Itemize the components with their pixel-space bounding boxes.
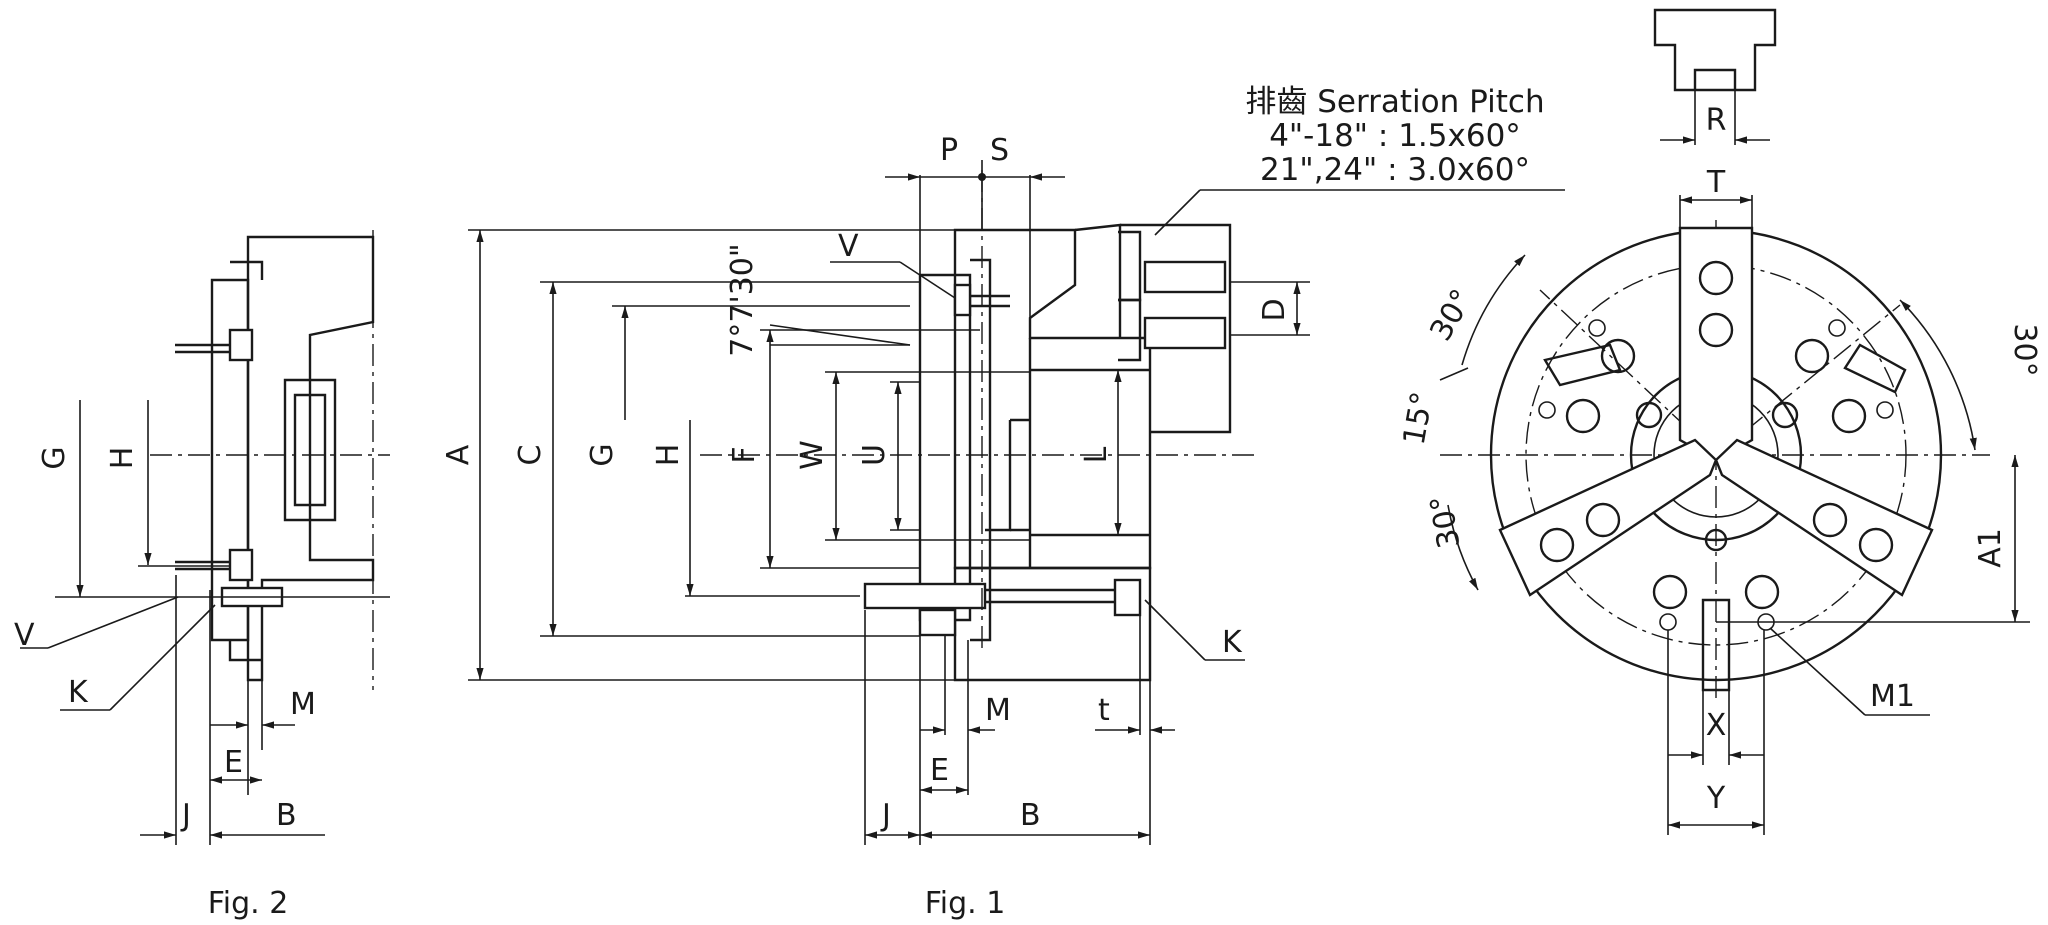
fig1-label-l: L [1079, 446, 1114, 463]
front-label-x: X [1706, 708, 1727, 743]
fig1-label-v: V [838, 229, 859, 264]
fig1-label-u: U [857, 444, 892, 466]
fig1-label-a: A [441, 444, 476, 465]
fig2-label-b: B [276, 798, 297, 833]
angle-30-right-label: 30° [2007, 323, 2042, 376]
fig1-labels: A C G H F W U L D P S V K M t E J B 7°7'… [441, 84, 1545, 921]
fig1-label-f: F [727, 446, 762, 463]
fig2-labels: G H V K M E J B Fig. 2 [14, 446, 316, 921]
fig1-label-k: K [1222, 625, 1243, 660]
fig2-label-k: K [68, 675, 89, 710]
fig1-label-b: B [1020, 798, 1041, 833]
front-label-y: Y [1706, 781, 1726, 816]
front-label-t: T [1706, 165, 1726, 200]
fig1-label-j: J [880, 798, 891, 833]
fig1-label-t: t [1098, 693, 1110, 728]
front-view [1439, 8, 2030, 835]
angle-30-left-label: 30° [1424, 492, 1468, 550]
fig1-label-p: P [940, 133, 958, 168]
front-label-a1: A1 [1973, 528, 2008, 568]
fig2-label-h: H [105, 447, 140, 470]
fig1-label-s: S [990, 133, 1009, 168]
fig1-dimensions [468, 160, 1565, 845]
fig2-label-j: J [180, 798, 191, 833]
fig1-label-c: C [513, 445, 548, 466]
fig1-caption: Fig. 1 [925, 886, 1006, 921]
fig2-side-view [20, 230, 390, 845]
serration-note-title: 排齒 Serration Pitch [1245, 84, 1544, 120]
fig1-label-e: E [930, 753, 949, 788]
fig1-label-h: H [651, 444, 686, 467]
taper-angle-label: 7°7'30" [725, 243, 760, 356]
front-label-m1: M1 [1870, 679, 1915, 714]
serration-note-line1: 4"-18" : 1.5x60° [1269, 118, 1521, 154]
fig1-label-m: M [985, 693, 1011, 728]
fig2-label-v: V [14, 618, 35, 653]
angle-15-label: 15° [1397, 389, 1441, 447]
fig1-label-w: W [795, 440, 830, 470]
fig2-label-m: M [290, 687, 316, 722]
fig1-label-d: D [1257, 298, 1292, 321]
front-label-r: R [1706, 103, 1727, 138]
fig2-label-g: G [37, 446, 72, 469]
fig2-caption: Fig. 2 [208, 886, 289, 921]
fig1-side-view [685, 170, 1260, 682]
fig2-label-e: E [224, 745, 243, 780]
serration-note-line2: 21",24" : 3.0x60° [1260, 152, 1530, 188]
fig1-label-g: G [585, 443, 620, 466]
